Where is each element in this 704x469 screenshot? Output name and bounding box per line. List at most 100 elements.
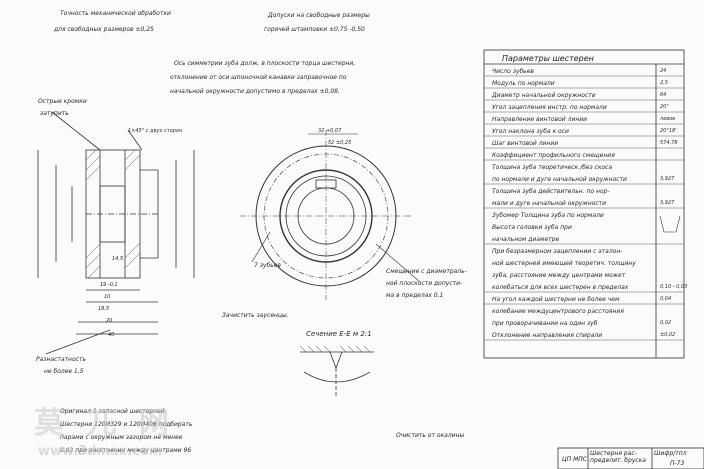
param-label: мали и дуге начальной окружности (492, 200, 607, 207)
param-label: Толщина зуба действительн. по нор- (492, 188, 610, 195)
param-row: зуба, расстояние между центрами может (484, 272, 684, 284)
param-row: На угол каждой шестерни не более чем 0,04 (484, 296, 684, 308)
param-label: по нормали и дуге начальной окружности (492, 176, 627, 183)
param-label: колебаться для всех шестерен в пределах (492, 284, 629, 291)
param-label: Модуль по нормали (492, 80, 555, 87)
param-row: колебаться для всех шестерен в пределах 0… (484, 284, 688, 296)
param-row: Диаметр начальной окружности 64 (484, 92, 684, 104)
param-row: Толщина зуба действительн. по нор- (484, 188, 684, 200)
watermark-logo: 莫 兀 网 (34, 406, 175, 441)
dim-20: 20 (106, 318, 113, 324)
section-label: Сечение Е-Е м 2:1 (306, 330, 372, 338)
param-row: Отклонение направления спирали ±0,02 (484, 332, 684, 344)
param-row: Высота головки зуба при (484, 224, 684, 236)
param-row: начальном диаметре (484, 236, 684, 248)
param-value: 0,04 (660, 296, 672, 302)
param-row: при проворачивании на один зуб 0,02 (484, 320, 684, 332)
watermark-url: www.3dmax.com (38, 444, 163, 459)
param-label: ной шестерней имеющей теоретич. толщину (492, 260, 636, 267)
sharp-edges-2: затупить (40, 110, 69, 117)
param-row: Шаг винтовой линии 574,78 (484, 140, 684, 152)
dim-18-5: 18,5 (98, 306, 110, 312)
param-value: 2,5 (660, 80, 668, 86)
sharp-edges-1: Острые кромки (38, 98, 87, 105)
param-row: Число зубьев 24 (484, 68, 684, 80)
bottom-note-4: 0,03 при расстоянии между центрами 96 (60, 447, 192, 454)
dim-32: 32 +0,07 (318, 128, 342, 134)
roughness-note-2: не более 1,5 (44, 368, 84, 375)
param-value: 0,10 - 0,03 (660, 284, 688, 290)
param-label: При безразмерном зацеплении с эталон- (492, 248, 623, 255)
param-label: Отклонение направления спирали (492, 332, 603, 339)
param-label: при проворачивании на один зуб (492, 320, 598, 327)
param-label: Угол зацепления инстр. по нормали (492, 104, 607, 111)
chamfer-note: 1×45° с двух сторон (128, 128, 183, 134)
param-label: На угол каждой шестерни не более чем (492, 296, 620, 303)
displacement-note-1: Смещение с диаметраль- (386, 268, 467, 275)
param-label: Зубомер Толщина зуба по нормали (492, 212, 604, 219)
param-value: 0,02 (660, 320, 672, 326)
param-row: Коэффициент профильного смещения (484, 152, 684, 164)
param-row: мали и дуге начальной окружности 3,927 (484, 200, 684, 212)
param-label: Коэффициент профильного смещения (492, 152, 615, 159)
dim-52: 52 ±0,25 (328, 140, 352, 146)
stamp-org: ЦП МПС (562, 456, 587, 463)
param-value: 24 (660, 68, 667, 74)
param-value: ±0,02 (660, 332, 676, 338)
parameters-title: Параметры шестерен (502, 54, 594, 63)
title-block: ЦП МПС Шестерня рас-пределит. бруска Шиф… (558, 448, 704, 469)
dim-40: 40 (108, 332, 115, 338)
bottom-note-3: парами с окружным зазором не менее (60, 434, 183, 441)
param-label: Направление винтовой линии (492, 116, 588, 123)
stamp-code: Шифр/тпл (654, 450, 687, 457)
param-row: Угол зацепления инстр. по нормали 20° (484, 104, 684, 116)
axis-note-3: начальной окружности допустимо в предела… (170, 88, 340, 95)
roughness-note-1: Разнастатность (36, 356, 86, 363)
param-value: левое (660, 116, 676, 122)
displacement-note-2: ной плоскости допусти- (386, 280, 463, 287)
param-value: 3,927 (660, 176, 675, 182)
param-label: Толщина зуба теоретическ./без скоса (492, 164, 613, 171)
final-note: Очистить от окалины (396, 432, 465, 439)
stamp-sheet: П-73 (670, 460, 685, 467)
dim-10: 10 (104, 294, 111, 300)
param-row: Зубомер Толщина зуба по нормали (484, 212, 684, 224)
param-row: Модуль по нормали 2,5 (484, 80, 684, 92)
teeth-count-label: 7 зубьев (254, 262, 281, 269)
tolerance-note-1: Допуски на свободные размеры (268, 12, 370, 19)
strip-note: Зачистить заусенцы. (222, 312, 289, 319)
param-label: Число зубьев (492, 68, 534, 75)
machining-note-2: для свободных размеров ±0,25 (54, 26, 154, 33)
axis-note-1: Ось симметрии зуба долж. в плоскости тор… (174, 60, 356, 67)
param-row: по нормали и дуге начальной окружности 3,… (484, 176, 684, 188)
bottom-note-2: Шестерни 120ИЗ29 и 120И406 подбирать (60, 421, 193, 428)
displacement-note-3: ма в пределах 0,1 (386, 292, 444, 299)
param-label: зуба, расстояние между центрами может (492, 272, 626, 279)
param-label: Шаг винтовой линии (492, 140, 559, 147)
param-label: начальном диаметре (492, 236, 560, 243)
param-row: При безразмерном зацеплении с эталон- (484, 248, 684, 260)
param-row: Направление винтовой линии левое (484, 116, 684, 128)
dim-14-5: 14,5 (112, 256, 124, 262)
param-label: колебание междуцентрового расстояния (492, 308, 624, 315)
param-value: 3,927 (660, 200, 675, 206)
param-row: ной шестерней имеющей теоретич. толщину (484, 260, 684, 272)
param-value: 574,78 (660, 140, 678, 146)
param-label: Высота головки зуба при (492, 224, 572, 231)
axis-note-2: отклонение от оси шпоночной канавки запр… (170, 74, 347, 81)
machining-note-1: Точность механической обработки (60, 10, 171, 17)
param-label: Угол наклона зуба к оси (492, 128, 569, 135)
stamp-name: Шестерня рас-пределит. бруска (590, 450, 646, 464)
param-value: 20° (660, 104, 669, 110)
bottom-note-1: Оригинал 1 запасной шестерней. (60, 408, 167, 415)
dim-19: 19 -0,1 (100, 282, 118, 288)
tolerance-note-2: горячей штамповки ±0,75 -0,50 (264, 26, 365, 33)
param-value: 20°18' (660, 128, 677, 134)
param-row: колебание междуцентрового расстояния (484, 308, 684, 320)
param-row: Толщина зуба теоретическ./без скоса (484, 164, 684, 176)
param-label: Диаметр начальной окружности (492, 92, 596, 99)
param-row: Угол наклона зуба к оси 20°18' (484, 128, 684, 140)
param-value: 64 (660, 92, 667, 98)
